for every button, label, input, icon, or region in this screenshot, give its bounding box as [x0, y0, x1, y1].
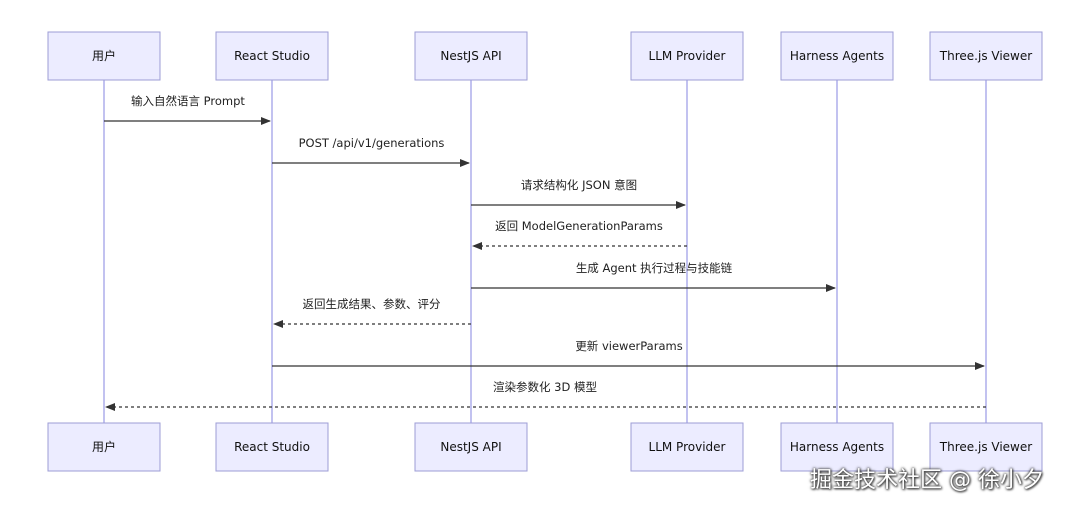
- message-label: 更新 viewerParams: [575, 339, 682, 353]
- message-3: 请求结构化 JSON 意图: [471, 178, 686, 209]
- participant-box: [215, 422, 329, 472]
- participant-label: Harness Agents: [790, 440, 884, 454]
- message-2: POST /api/v1/generations: [272, 136, 470, 167]
- participant-box: [47, 31, 161, 81]
- message-label: POST /api/v1/generations: [299, 136, 445, 150]
- message-label: 渲染参数化 3D 模型: [493, 380, 597, 394]
- participant-label: LLM Provider: [649, 440, 726, 454]
- message-label: 生成 Agent 执行过程与技能链: [576, 261, 733, 275]
- participant-box: [929, 31, 1043, 81]
- participant-label: Three.js Viewer: [939, 49, 1032, 63]
- participant-box: [414, 31, 528, 81]
- participant-studio-top: React Studio: [215, 31, 329, 81]
- participant-label: React Studio: [234, 49, 310, 63]
- message-1: 输入自然语言 Prompt: [104, 94, 271, 125]
- participant-box: [630, 422, 744, 472]
- watermark: 掘金技术社区 @ 徐小夕: [810, 468, 1044, 493]
- participant-label: LLM Provider: [649, 49, 726, 63]
- message-6: 返回生成结果、参数、评分: [273, 297, 471, 328]
- participant-box: [215, 31, 329, 81]
- message-label: 输入自然语言 Prompt: [131, 94, 245, 108]
- participant-label: 用户: [92, 439, 116, 454]
- participant-label: Harness Agents: [790, 49, 884, 63]
- message-label: 返回生成结果、参数、评分: [303, 297, 441, 311]
- participant-viewer-bottom: Three.js Viewer: [929, 422, 1043, 472]
- participant-box: [780, 422, 894, 472]
- participant-label: NestJS API: [440, 440, 501, 454]
- participant-user-bottom: 用户: [47, 422, 161, 472]
- participant-box: [780, 31, 894, 81]
- participant-studio-bottom: React Studio: [215, 422, 329, 472]
- participant-box: [47, 422, 161, 472]
- message-8: 渲染参数化 3D 模型: [105, 380, 986, 411]
- participant-label: Three.js Viewer: [939, 440, 1032, 454]
- participant-llm-top: LLM Provider: [630, 31, 744, 81]
- participant-label: 用户: [92, 48, 116, 63]
- participant-llm-bottom: LLM Provider: [630, 422, 744, 472]
- participant-agents-bottom: Harness Agents: [780, 422, 894, 472]
- participant-user-top: 用户: [47, 31, 161, 81]
- participant-viewer-top: Three.js Viewer: [929, 31, 1043, 81]
- message-label: 返回 ModelGenerationParams: [495, 219, 663, 233]
- participant-api-top: NestJS API: [414, 31, 528, 81]
- message-label: 请求结构化 JSON 意图: [521, 178, 637, 192]
- participant-label: React Studio: [234, 440, 310, 454]
- participant-label: NestJS API: [440, 49, 501, 63]
- message-4: 返回 ModelGenerationParams: [472, 219, 687, 250]
- participant-box: [630, 31, 744, 81]
- participant-box: [414, 422, 528, 472]
- participant-box: [929, 422, 1043, 472]
- participant-api-bottom: NestJS API: [414, 422, 528, 472]
- message-5: 生成 Agent 执行过程与技能链: [471, 261, 836, 292]
- participant-agents-top: Harness Agents: [780, 31, 894, 81]
- message-7: 更新 viewerParams: [272, 339, 985, 370]
